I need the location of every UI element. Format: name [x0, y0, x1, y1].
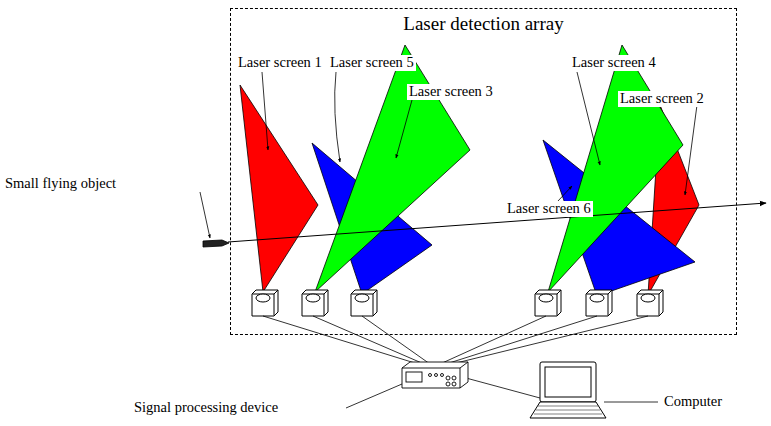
region-title: Laser detection array — [400, 13, 566, 35]
signal-wires — [263, 316, 648, 398]
flying-object — [203, 240, 229, 247]
leader-lines — [200, 72, 697, 408]
emitter-units — [252, 290, 663, 316]
laser-screen-red — [240, 85, 318, 292]
screen-label: Laser screen 1 — [236, 55, 324, 71]
laser-screen-green — [315, 45, 470, 292]
trajectory-arrow — [228, 203, 766, 242]
screen-label: Laser screen 3 — [407, 84, 495, 100]
screen-label: Laser screen 4 — [570, 55, 658, 71]
laptop-computer — [530, 362, 606, 418]
screen-label: Laser screen 2 — [618, 91, 706, 107]
object-label: Small flying object — [3, 176, 118, 192]
screen-label: Laser screen 5 — [328, 55, 416, 71]
signal-processing-device — [402, 362, 468, 388]
laser-screen-green — [548, 45, 683, 292]
device-label: Computer — [662, 394, 724, 410]
device-label: Signal processing device — [132, 400, 280, 416]
screen-label: Laser screen 6 — [505, 201, 593, 217]
